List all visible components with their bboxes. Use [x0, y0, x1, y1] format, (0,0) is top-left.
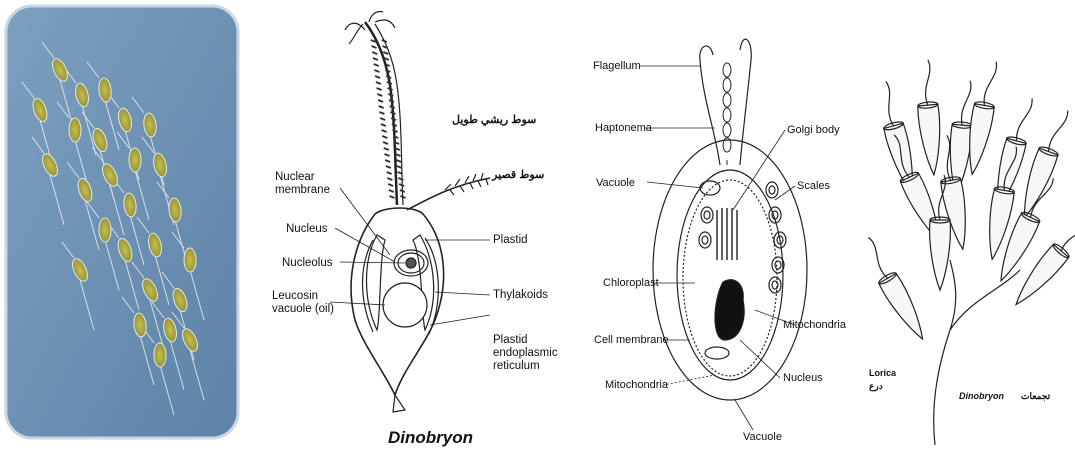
label-haptonema: Haptonema: [595, 122, 652, 135]
cell-icon: [129, 148, 141, 172]
label-mitochondria-left: Mitochondria: [605, 379, 668, 392]
label-cell-membrane: Cell membrane: [594, 334, 669, 347]
label-scales: Scales: [797, 180, 830, 193]
diagram-title: Dinobryon: [388, 428, 473, 448]
cell-icon: [69, 118, 81, 142]
label-nucleus-right: Nucleus: [783, 372, 823, 385]
micrograph-panel: [0, 0, 245, 452]
label-flagellum: Flagellum: [593, 60, 641, 73]
cell-icon: [184, 248, 196, 272]
label-dinobryon: Dinobryon: [959, 391, 1004, 401]
label-plastid: Plastid: [493, 234, 528, 247]
label-nucleus: Nucleus: [286, 223, 328, 236]
label-golgi-body: Golgi body: [787, 124, 840, 137]
cell-icon: [99, 218, 111, 242]
label-long-flagellum-ar: سوط ريشي طويل: [452, 114, 536, 127]
label-mitochondria-right: Mitochondria: [783, 319, 846, 332]
haptophyte-structure-panel: Flagellum Haptonema Vacuole Chloroplast …: [575, 0, 860, 452]
label-thylakoids: Thylakoids: [493, 289, 548, 302]
label-lorica: Lorica: [869, 368, 896, 378]
label-nucleolus: Nucleolus: [282, 257, 333, 270]
colony-panel: Lorica درع Dinobryon تجمعات: [860, 0, 1075, 452]
label-vacuole-left: Vacuole: [596, 177, 635, 190]
label-short-flagellum-ar: سوط قصير: [492, 169, 544, 182]
dinobryon-micrograph: [0, 0, 245, 452]
label-lorica-ar: درع: [869, 381, 883, 392]
label-chloroplast: Chloroplast: [603, 277, 659, 290]
label-colony-ar: تجمعات: [1021, 391, 1050, 402]
dinobryon-colony-drawing: [860, 0, 1075, 452]
cell-icon: [154, 343, 166, 367]
label-vacuole-bottom: Vacuole: [743, 431, 782, 444]
